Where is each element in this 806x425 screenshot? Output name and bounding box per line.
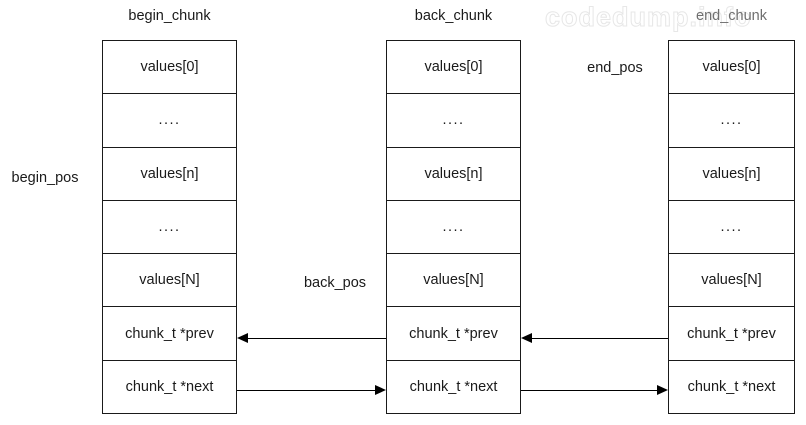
chunk-box-begin-chunk: values[0] .... values[n] .... values[N] … xyxy=(102,40,237,414)
chunk-row-values-N: values[N] xyxy=(103,254,236,308)
chunk-row-ellipsis-upper: .... xyxy=(387,94,520,148)
chunk-row-next: chunk_t *next xyxy=(687,378,776,395)
pointer-label-back-pos: back_pos xyxy=(303,275,367,291)
arrow-head-begin-next-to-back xyxy=(375,384,386,395)
chunk-row-ellipsis-lower: .... xyxy=(103,201,236,255)
chunk-row-values-n: values[n] xyxy=(669,148,794,201)
arrow-head-end-prev-to-back xyxy=(521,332,532,343)
link-line-back-next-to-end xyxy=(521,390,657,391)
link-line-begin-next-to-back xyxy=(237,390,375,391)
chunk-box-end-chunk: values[0] .... values[n] .... values[N] … xyxy=(668,40,795,414)
link-line-back-prev-to-begin xyxy=(248,338,386,339)
chunk-title-back-chunk: back_chunk xyxy=(414,8,493,24)
chunk-row-values-0: values[0] xyxy=(103,41,236,95)
chunk-row-ellipsis-lower: .... xyxy=(387,201,520,255)
pointer-label-begin-pos: begin_pos xyxy=(11,170,79,186)
chunk-row-values-0: values[0] xyxy=(387,41,520,95)
arrow-head-back-next-to-end xyxy=(657,384,668,395)
chunk-row-values-N: values[N] xyxy=(387,254,520,308)
chunk-row-next: chunk_t *next xyxy=(409,378,498,395)
chunk-row-next: chunk_t *next xyxy=(125,378,214,395)
chunk-row-values-n: values[n] xyxy=(103,148,236,201)
chunk-row-values-n: values[n] xyxy=(387,148,520,201)
chunk-row-prev: chunk_t *prev xyxy=(387,307,520,361)
chunk-row-prev: chunk_t *prev xyxy=(669,307,794,361)
chunk-row-prev: chunk_t *prev xyxy=(103,307,236,361)
chunk-row-values-0: values[0] xyxy=(669,41,794,95)
chunk-box-back-chunk: values[0] .... values[n] .... values[N] … xyxy=(386,40,521,414)
link-line-end-prev-to-back xyxy=(532,338,668,339)
pointer-label-end-pos: end_pos xyxy=(587,60,643,76)
chunk-title-begin-chunk: begin_chunk xyxy=(128,8,211,24)
chunk-row-ellipsis-upper: .... xyxy=(669,94,794,148)
chunk-row-ellipsis-lower: .... xyxy=(669,201,794,255)
chunk-title-end-chunk: end_chunk xyxy=(696,8,767,24)
chunk-row-values-N: values[N] xyxy=(669,254,794,308)
chunk-row-ellipsis-upper: .... xyxy=(103,94,236,148)
arrow-head-back-prev-to-begin xyxy=(237,332,248,343)
